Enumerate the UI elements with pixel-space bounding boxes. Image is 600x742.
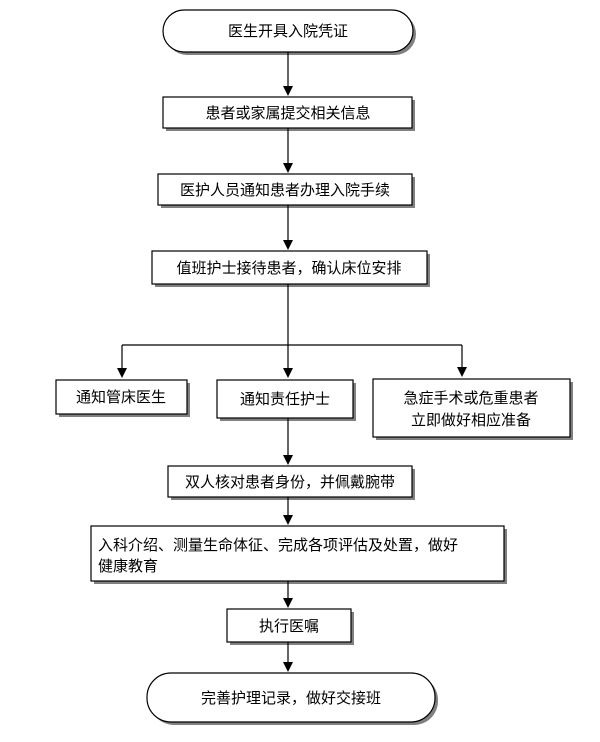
node-verify-identity: 双人核对患者身份，并佩戴腕带	[167, 465, 413, 498]
arrowhead	[283, 240, 293, 250]
arrowhead	[283, 598, 293, 608]
node-execute-orders-label: 执行医嘱	[259, 617, 319, 635]
arrowhead	[457, 367, 467, 377]
node-notify-nurse: 通知责任护士	[216, 379, 354, 419]
connectors	[117, 51, 467, 672]
node-start: 医生开具入院凭证	[162, 9, 414, 53]
node-start-label: 医生开具入院凭证	[228, 22, 348, 40]
node-submit-info-label: 患者或家属提交相关信息	[205, 104, 370, 122]
node-notify-admission-label: 医护人员通知患者办理入院手续	[180, 181, 390, 199]
arrowhead	[283, 86, 293, 96]
node-end: 完善护理记录，做好交接班	[146, 672, 436, 723]
node-verify-identity-label: 双人核对患者身份，并佩戴腕带	[185, 473, 395, 491]
arrowhead	[283, 455, 293, 465]
node-emergency-line2: 立即做好相应准备	[411, 411, 531, 429]
node-intro-line2: 健康教育	[98, 557, 158, 575]
arrowhead	[283, 515, 293, 525]
node-duty-nurse-label: 值班护士接待患者，确认床位安排	[176, 259, 401, 277]
arrowhead	[283, 163, 293, 173]
node-emergency-line1: 急症手术或危重患者	[403, 389, 538, 407]
node-intro-line1: 入科介绍、测量生命体征、完成各项评估及处置，做好	[98, 536, 458, 554]
node-end-label: 完善护理记录，做好交接班	[201, 689, 381, 707]
arrowhead	[117, 368, 127, 378]
node-intro: 入科介绍、测量生命体征、完成各项评估及处置，做好 健康教育	[90, 525, 505, 582]
arrowhead	[283, 662, 293, 672]
node-submit-info: 患者或家属提交相关信息	[162, 96, 413, 129]
node-notify-admission: 医护人员通知患者办理入院手续	[157, 173, 413, 206]
arrowhead	[283, 368, 293, 378]
node-emergency: 急症手术或危重患者 立即做好相应准备	[372, 378, 571, 438]
node-notify-doctor-label: 通知管床医生	[76, 388, 166, 406]
node-notify-doctor: 通知管床医生	[55, 379, 188, 415]
node-notify-nurse-label: 通知责任护士	[240, 390, 330, 408]
node-execute-orders: 执行医嘱	[226, 608, 352, 643]
node-duty-nurse: 值班护士接待患者，确认床位安排	[151, 250, 428, 285]
